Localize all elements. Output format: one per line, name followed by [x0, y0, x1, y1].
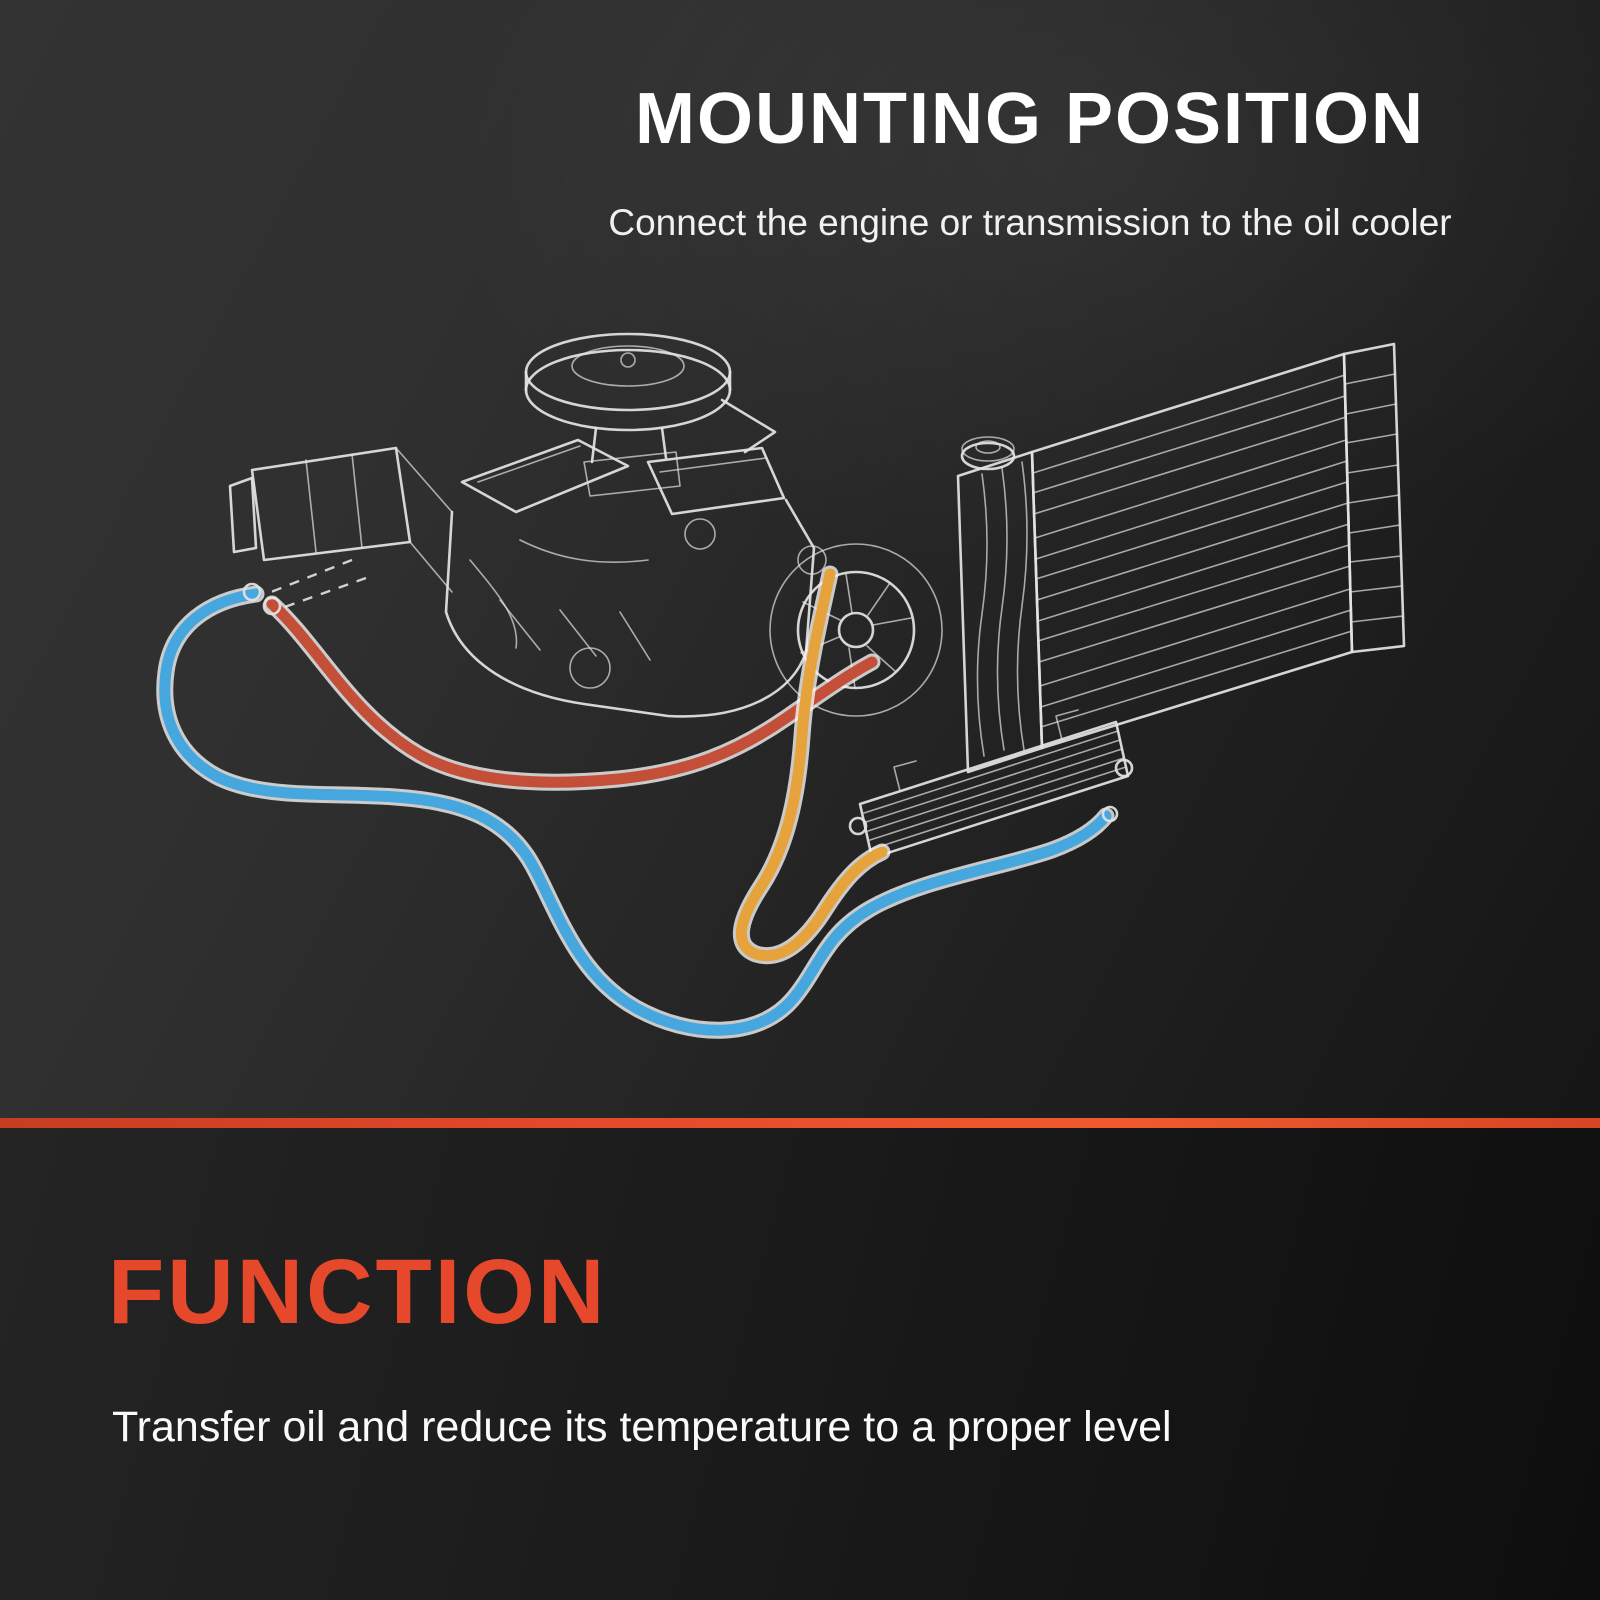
function-heading: FUNCTION	[108, 1241, 608, 1343]
accent-divider	[0, 1118, 1600, 1128]
hose-fittings	[242, 582, 1119, 823]
function-section: FUNCTION Transfer oil and reduce its tem…	[108, 1240, 1528, 1452]
function-description: Transfer oil and reduce its temperature …	[112, 1403, 1172, 1451]
engine-illustration	[228, 332, 943, 718]
radiator-illustration	[956, 342, 1406, 774]
page-title: MOUNTING POSITION	[635, 79, 1425, 159]
oil-cooler-illustration	[848, 709, 1134, 860]
return-line-hose	[156, 585, 1115, 1039]
mounting-position-section: MOUNTING POSITION Connect the engine or …	[530, 78, 1530, 244]
hot-oil-line-hose	[263, 595, 881, 791]
page-subtitle: Connect the engine or transmission to th…	[608, 202, 1452, 243]
bottom-section-background	[0, 1128, 1600, 1600]
cooler-feed-line-hose	[733, 565, 891, 965]
